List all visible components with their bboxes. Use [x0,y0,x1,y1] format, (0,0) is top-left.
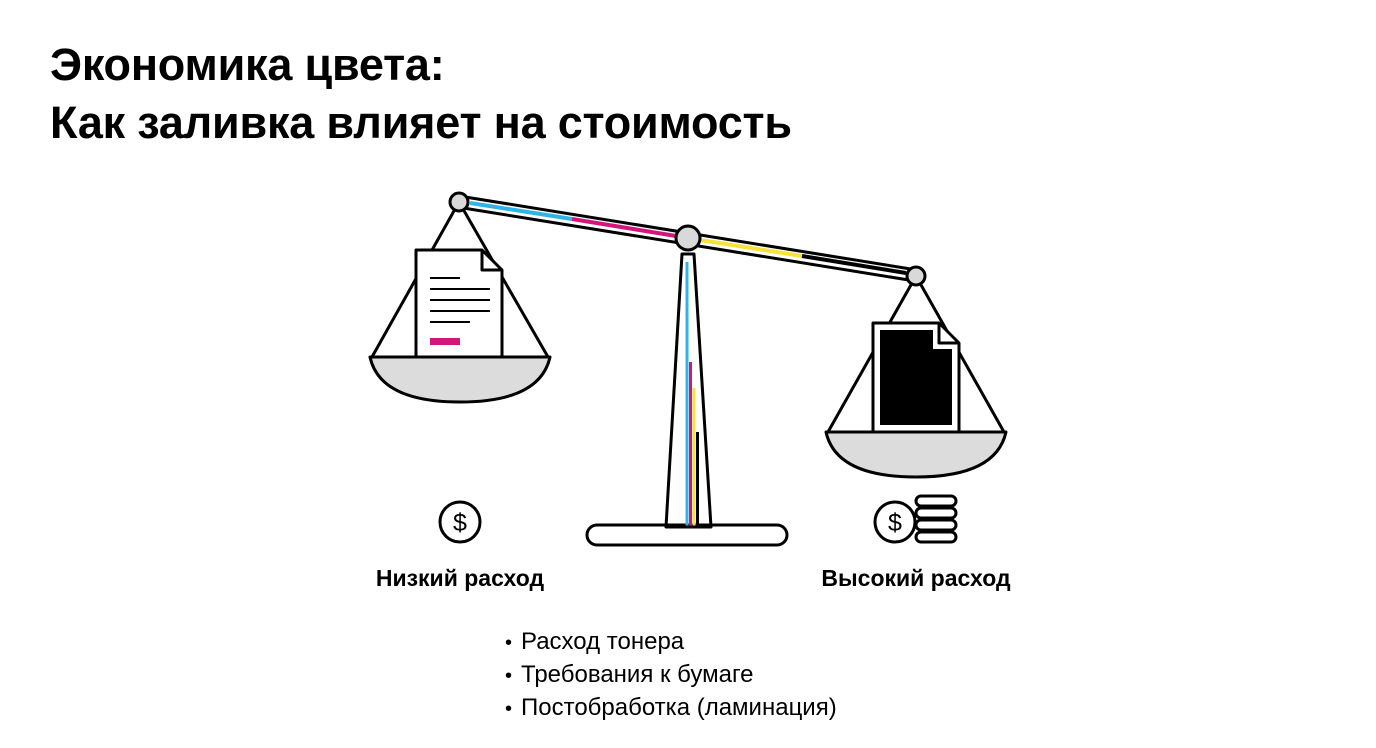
factor-text: Расход тонера [521,628,685,655]
title-line-2: Как заливка влияет на стоимость [50,97,792,148]
high-cost-label: Высокий расход [821,565,1011,591]
center-pivot [674,224,702,252]
page-title: Экономика цвета: Как заливка влияет на с… [50,36,792,152]
single-coin-icon: $ [438,500,482,544]
light-coverage-page-icon [414,248,504,359]
scale-pillar [664,252,713,529]
full-coverage-page-icon [871,321,961,434]
title-line-1: Экономика цвета: [50,39,445,90]
right-pan [824,275,1008,479]
svg-text:$: $ [888,509,902,537]
coin-stack-icon: $ [873,494,958,544]
factor-text: Требования к бумаге [521,661,754,688]
factor-text: Постобработка (ламинация) [521,694,837,721]
pillar-color-strips [685,262,699,527]
svg-text:$: $ [453,509,467,537]
cost-factors-list: • Расход тонера • Требования к бумаге • Пос… [505,626,837,725]
bullet-icon: • [505,665,513,687]
list-item: • Расход тонера [505,626,837,659]
list-item: • Постобработка (ламинация) [505,692,837,725]
left-pivot [448,191,470,213]
bullet-icon: • [505,632,513,654]
list-item: • Требования к бумаге [505,659,837,692]
right-pivot [905,265,927,287]
bullet-icon: • [505,698,513,720]
low-cost-label: Низкий расход [375,565,545,591]
